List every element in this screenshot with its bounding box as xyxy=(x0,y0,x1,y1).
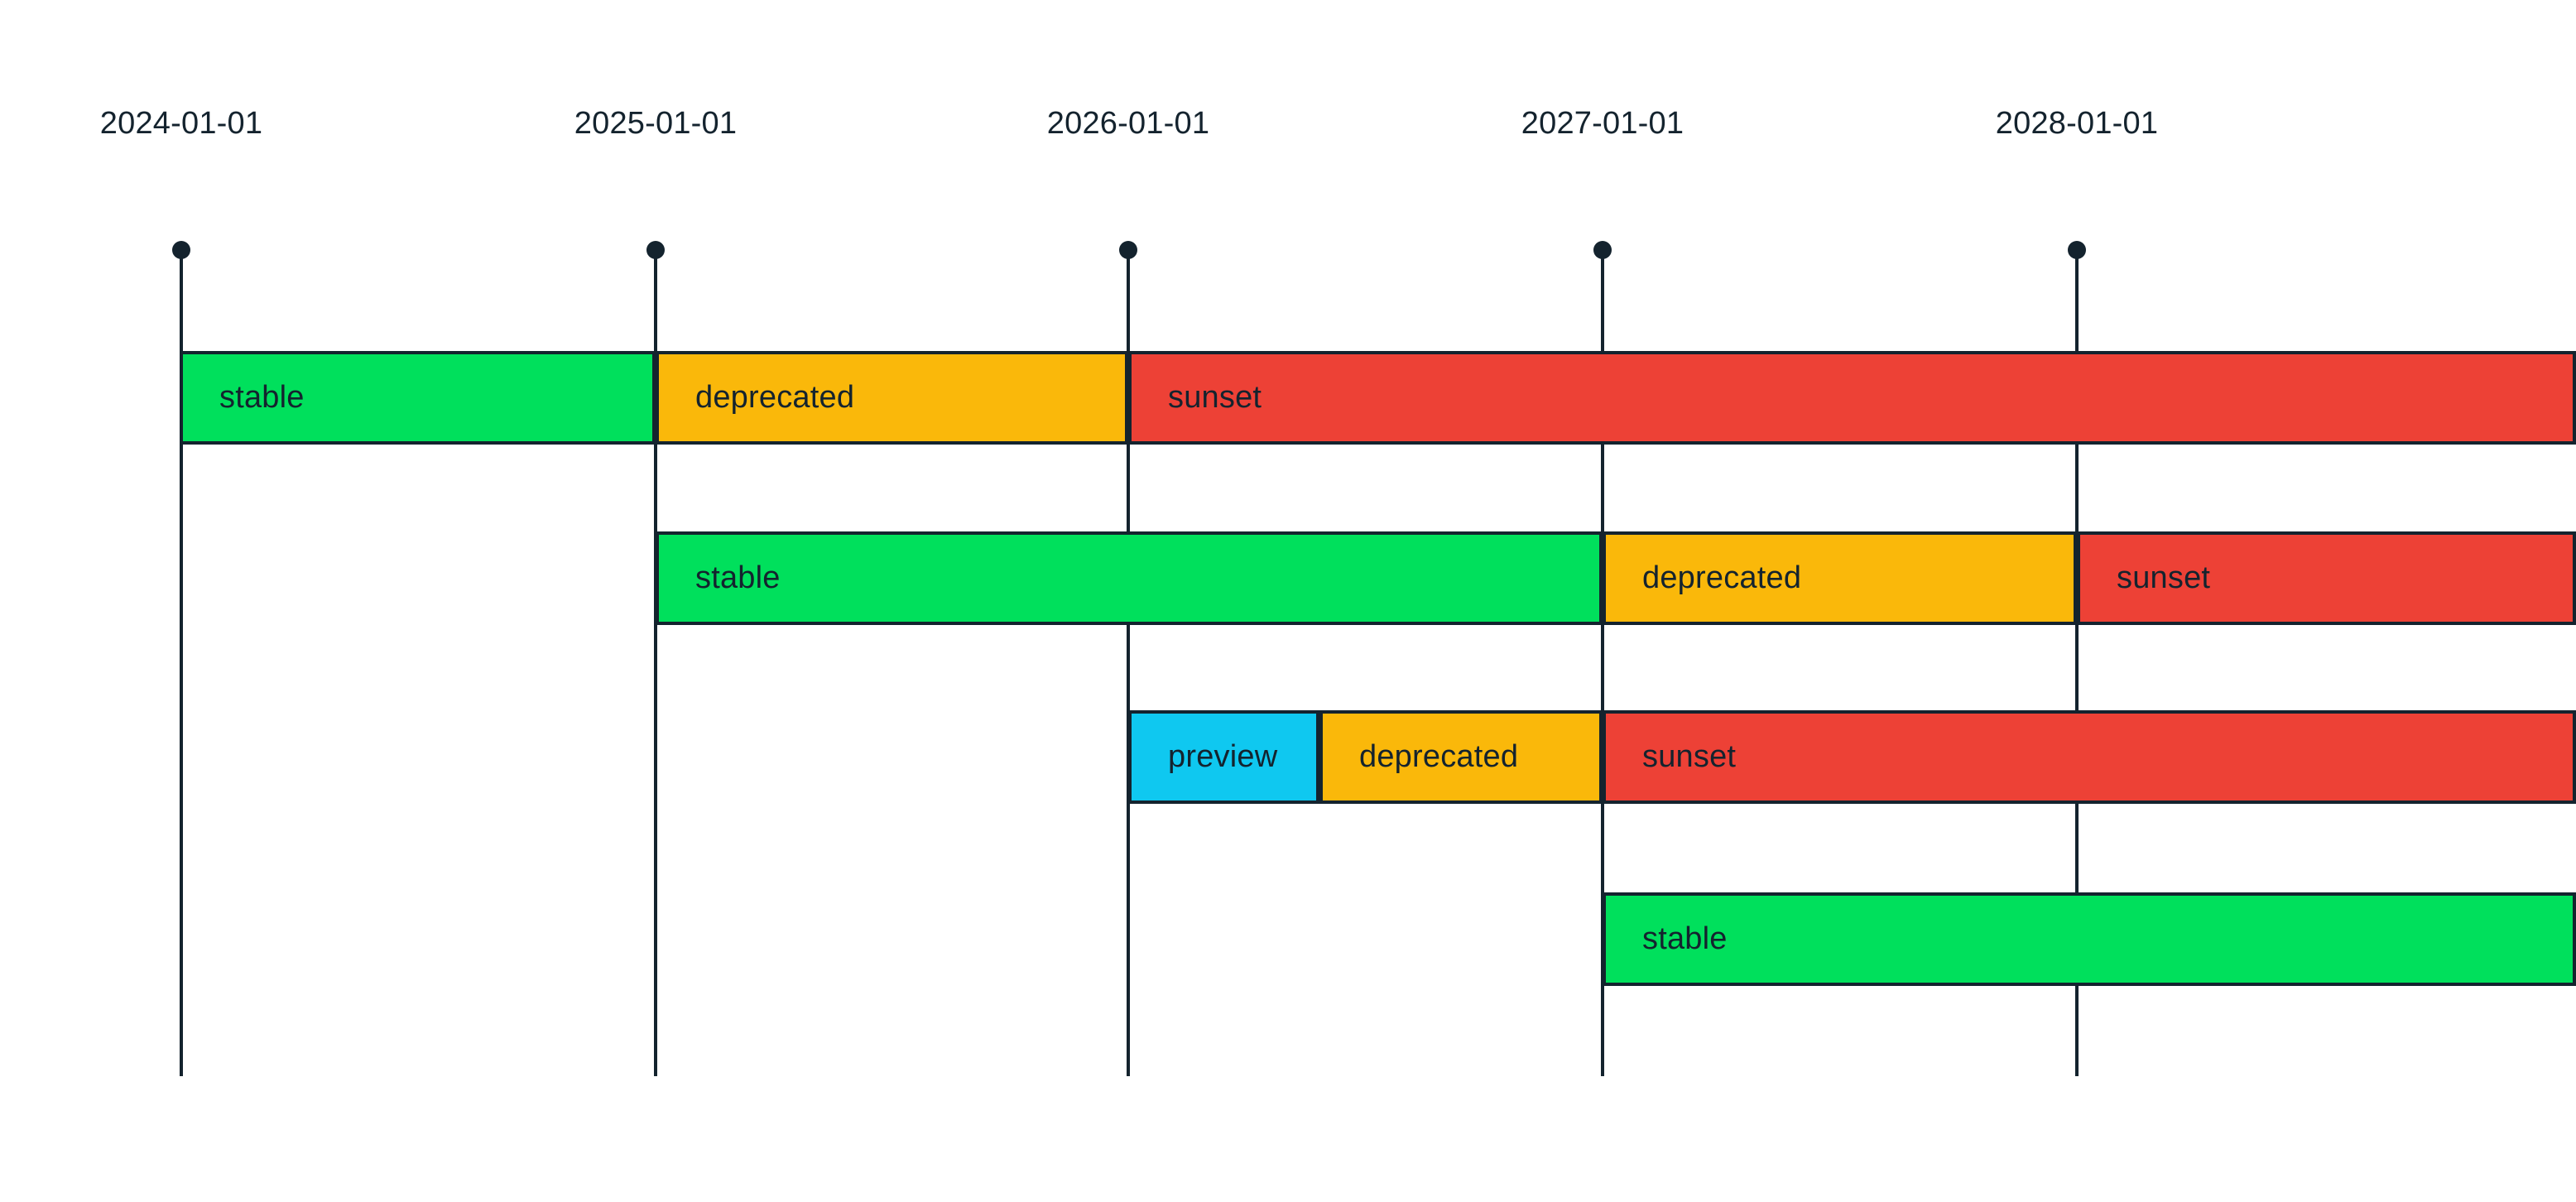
timeline-segment-label: sunset xyxy=(1642,739,1737,774)
tick-dot-icon xyxy=(646,241,665,259)
timeline-segment-sunset[interactable]: sunset xyxy=(2077,531,2576,625)
axis-tick-label: 2026-01-01 xyxy=(1046,106,1210,141)
gridline xyxy=(2075,250,2079,1076)
axis-tick-label: 2024-01-01 xyxy=(99,106,263,141)
timeline-segment-label: stable xyxy=(1642,921,1728,956)
axis-tick-label: 2025-01-01 xyxy=(574,106,738,141)
timeline-segment-label: deprecated xyxy=(1642,560,1802,595)
timeline-segment-label: deprecated xyxy=(1359,739,1519,774)
timeline-segment-label: stable xyxy=(219,380,305,415)
timeline-segment-deprecated[interactable]: deprecated xyxy=(1603,531,2077,625)
tick-dot-icon xyxy=(1119,241,1137,259)
axis-tick-label: 2028-01-01 xyxy=(1995,106,2159,141)
timeline-segment-sunset[interactable]: sunset xyxy=(1603,710,2576,804)
gridline xyxy=(1601,250,1604,1076)
timeline-segment-label: stable xyxy=(695,560,781,595)
timeline-row: preview deprecated sunset xyxy=(0,710,2576,804)
timeline-segment-stable[interactable]: stable xyxy=(1603,892,2576,986)
gridline xyxy=(180,250,183,1076)
timeline-segment-label: preview xyxy=(1168,739,1278,774)
timeline-row: stable deprecated sunset xyxy=(0,531,2576,625)
timeline-segment-label: sunset xyxy=(1168,380,1262,415)
gridline xyxy=(1127,250,1130,1076)
tick-dot-icon xyxy=(1593,241,1612,259)
timeline-segment-sunset[interactable]: sunset xyxy=(1128,351,2576,445)
timeline-row: stable deprecated sunset xyxy=(0,351,2576,445)
tick-dot-icon xyxy=(172,241,190,259)
timeline-segment-stable[interactable]: stable xyxy=(180,351,656,445)
axis-tick-label: 2027-01-01 xyxy=(1521,106,1684,141)
timeline-segment-preview[interactable]: preview xyxy=(1128,710,1319,804)
timeline-segment-deprecated[interactable]: deprecated xyxy=(656,351,1128,445)
timeline-segment-stable[interactable]: stable xyxy=(656,531,1603,625)
timeline-segment-deprecated[interactable]: deprecated xyxy=(1319,710,1603,804)
timeline-segment-label: sunset xyxy=(2117,560,2211,595)
timeline-row: stable xyxy=(0,892,2576,986)
tick-dot-icon xyxy=(2068,241,2086,259)
gridline xyxy=(654,250,657,1076)
timeline-segment-label: deprecated xyxy=(695,380,855,415)
